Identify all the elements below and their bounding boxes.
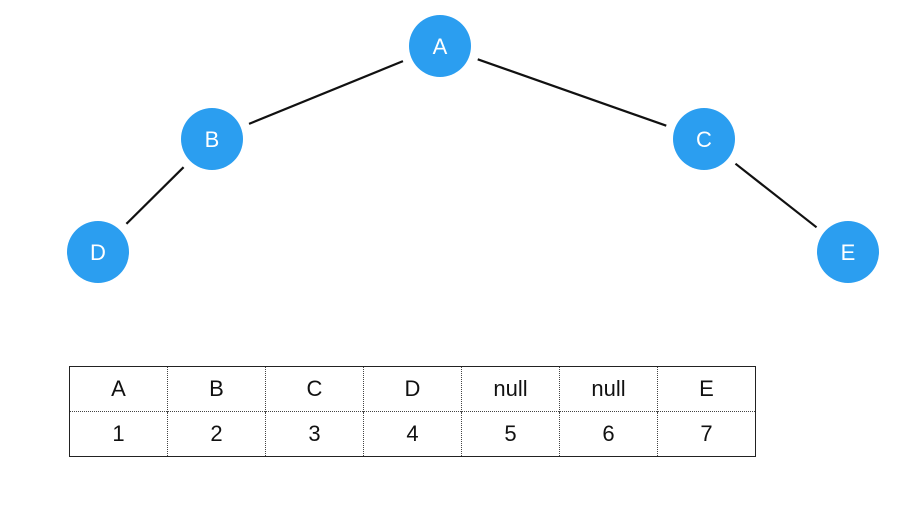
tree-edge-c-e — [734, 162, 818, 229]
tree-node-c: C — [673, 108, 735, 170]
table-row-values: A B C D null null E — [70, 366, 756, 412]
tree-node-a: A — [409, 15, 471, 77]
tree-node-b: B — [181, 108, 243, 170]
value-cell: A — [111, 376, 126, 401]
value-cell: B — [167, 366, 266, 412]
tree-edge-b-d — [125, 166, 185, 225]
value-cell: E — [657, 366, 756, 412]
node-circle — [817, 221, 879, 283]
tree-node-e: E — [817, 221, 879, 283]
index-cell: 2 — [167, 411, 266, 457]
node-label: B — [205, 127, 220, 152]
node-circle — [181, 108, 243, 170]
index-cell: 1 — [69, 411, 168, 457]
value-cell: D — [363, 366, 462, 412]
value-cell: null — [559, 366, 658, 412]
node-circle — [67, 221, 129, 283]
node-circle — [673, 108, 735, 170]
index-cell: 7 — [657, 411, 756, 457]
array-storage-table: A B C D null null E 1 2 3 4 5 6 7 — [69, 366, 756, 457]
node-label: D — [90, 240, 106, 265]
index-cell: 3 — [265, 411, 364, 457]
node-label: A — [433, 34, 448, 59]
tree-edge-a-c — [477, 58, 667, 127]
node-circle — [409, 15, 471, 77]
index-cell: 4 — [363, 411, 462, 457]
index-cell: 5 — [461, 411, 560, 457]
value-cell: null — [461, 366, 560, 412]
node-label: E — [841, 240, 856, 265]
table-row-indices: 1 2 3 4 5 6 7 — [69, 411, 756, 457]
tree-edge-a-b — [248, 60, 404, 125]
tree-node-d: D — [67, 221, 129, 283]
value-cell: C — [265, 366, 364, 412]
node-label: C — [696, 127, 712, 152]
index-cell: 6 — [559, 411, 658, 457]
